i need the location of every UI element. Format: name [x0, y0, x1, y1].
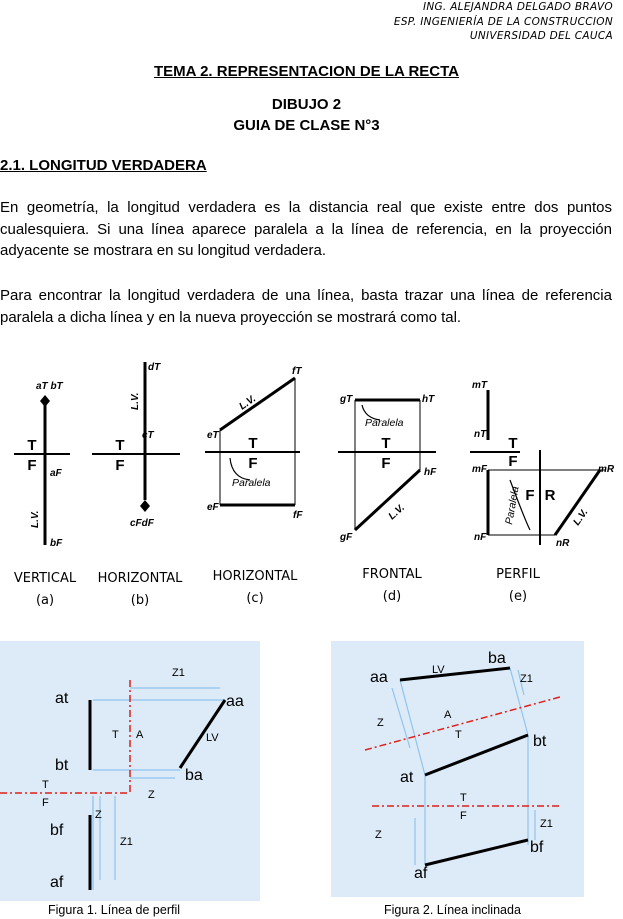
fig1-at: at — [55, 690, 69, 707]
fig2-bf: bf — [530, 839, 544, 856]
fig2-at: at — [400, 769, 414, 786]
fig2-LV: LV — [432, 664, 445, 676]
fig1-bf: bf — [50, 822, 64, 839]
label-fT: fT — [292, 366, 302, 377]
label-LV-a: L.V. — [30, 511, 41, 528]
fig2-Z1-lower: Z1 — [540, 818, 553, 830]
fig1-LV: LV — [206, 732, 219, 744]
fig1-Z1: Z1 — [172, 667, 185, 679]
label-T-b: T — [115, 437, 124, 454]
fig2-T-inclined: T — [455, 729, 462, 741]
fig1-af: af — [50, 874, 64, 891]
fig1-T: T — [42, 779, 49, 791]
label-nT: nT — [474, 429, 487, 440]
label-nR: nR — [556, 538, 570, 549]
subtitle-drawing: DIBUJO 2 — [271, 96, 342, 113]
label-F-b: F — [115, 457, 124, 474]
label-R-e: R — [545, 487, 556, 504]
label-F-d: F — [381, 455, 390, 472]
fig1-bt: bt — [55, 757, 69, 774]
label-T-e: T — [508, 435, 517, 452]
fig1-Z: Z — [148, 789, 155, 801]
fig1-Z-lower: Z — [95, 809, 102, 821]
fig1-A: A — [136, 729, 144, 741]
label-cFdF: cFdF — [130, 518, 155, 529]
caption-e: PERFIL — [496, 567, 540, 582]
subtitle-guide: GUIA DE CLASE N°3 — [233, 117, 380, 134]
label-dT: dT — [148, 362, 161, 373]
header-specialty: ESP. INGENIERÍA DE LA CONSTRUCCION — [393, 15, 613, 28]
caption-c: HORIZONTAL — [213, 569, 299, 584]
label-bF: bF — [50, 538, 63, 549]
label-aTbT: aT bT — [36, 381, 64, 392]
fig2-A: A — [444, 709, 452, 721]
figure-1-caption: Figura 1. Línea de perfil — [48, 903, 181, 917]
label-T-a: T — [27, 437, 36, 454]
label-F-c: F — [248, 455, 257, 472]
label-hT: hT — [422, 394, 435, 405]
fig1-ba: ba — [185, 767, 203, 784]
fig2-bt: bt — [533, 733, 547, 750]
header-name: ING. ALEJANDRA DELGADO BRAVO — [422, 1, 613, 13]
label-paralela-e: Paralela — [503, 485, 522, 525]
caption-b: HORIZONTAL — [98, 571, 184, 586]
author-header: ING. ALEJANDRA DELGADO BRAVO ESP. INGENI… — [394, 0, 613, 44]
page-title: TEMA 2. REPRESENTACION DE LA RECTA — [153, 63, 460, 80]
label-T-d: T — [381, 435, 390, 452]
fig2-Z: Z — [377, 717, 384, 729]
label-paralela-c: Paralela — [232, 477, 271, 489]
label-mT: mT — [472, 380, 488, 391]
caption-d: FRONTAL — [362, 567, 422, 582]
caption-d-letter: (d) — [383, 589, 401, 604]
label-hF: hF — [424, 467, 437, 478]
label-LV-c: L.V. — [237, 393, 258, 412]
fig1-aa: aa — [226, 693, 244, 710]
fig2-F: F — [460, 810, 467, 822]
caption-e-letter: (e) — [509, 589, 527, 604]
label-F-e: F — [508, 453, 517, 470]
label-LV-b: L.V. — [130, 393, 141, 410]
fig2-af: af — [414, 865, 428, 882]
label-cT: cT — [142, 430, 155, 441]
caption-b-letter: (b) — [131, 593, 149, 608]
fig2-aa: aa — [370, 669, 388, 686]
fig1-Z1-lower: Z1 — [120, 836, 133, 848]
label-mR: mR — [598, 464, 615, 475]
figure-2-inclined-line: aa ba bt at bf af LV Z1 Z A T T F Z Z1 — [331, 641, 584, 897]
label-T-c: T — [248, 435, 257, 452]
figure-2-caption: Figura 2. Línea inclinada — [384, 903, 521, 917]
caption-a: VERTICAL — [14, 571, 77, 586]
fig2-T: T — [460, 792, 467, 804]
caption-c-letter: (c) — [246, 591, 263, 606]
label-fF: fF — [293, 510, 303, 521]
label-F-a: F — [27, 457, 36, 474]
label-F-e2: F — [525, 487, 534, 504]
fig2-ba: ba — [488, 650, 506, 667]
label-aF: aF — [50, 468, 63, 479]
label-LV-e: L.V. — [571, 507, 590, 528]
fig2-Z1: Z1 — [520, 673, 533, 685]
header-university: UNIVERSIDAD DEL CAUCA — [469, 30, 613, 42]
label-eF: eF — [207, 502, 220, 513]
label-gF: gF — [339, 532, 353, 543]
section-heading: 2.1. LONGITUD VERDADERA — [0, 157, 207, 174]
caption-a-letter: (a) — [36, 593, 54, 608]
label-mF: mF — [472, 464, 488, 475]
label-nF: nF — [474, 532, 487, 543]
figure-1-profile-line: at bt aa ba bf af Z1 Z Z Z1 T A LV T F — [0, 641, 260, 901]
fig1-F: F — [42, 797, 49, 809]
fig1-T-vertical: T — [112, 729, 119, 741]
label-LV-d: L.V. — [387, 502, 407, 522]
paragraph-definition: En geometría, la longitud verdadera es l… — [0, 199, 612, 259]
paragraph-method: Para encontrar la longitud verdadera de … — [0, 287, 612, 326]
label-gT: gT — [339, 394, 353, 405]
label-eT: eT — [207, 430, 220, 441]
label-paralela-d: Paralela — [365, 417, 404, 429]
fig2-Z-lower: Z — [375, 829, 382, 841]
